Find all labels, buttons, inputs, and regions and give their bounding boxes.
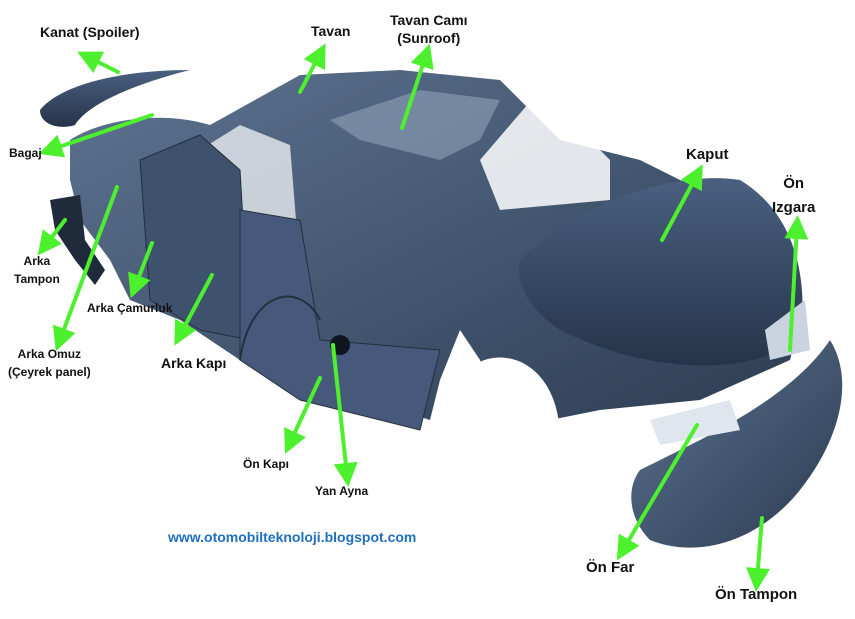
arrow-headlight bbox=[616, 423, 699, 561]
grille-part bbox=[765, 300, 810, 360]
label-grille-line1: Ön bbox=[783, 175, 805, 192]
label-rear-bumper-line2: Tampon bbox=[14, 272, 60, 286]
headlight-part bbox=[650, 400, 740, 445]
label-spoiler: Kanat (Spoiler) bbox=[40, 24, 140, 40]
website-link[interactable]: www.otomobilteknoloji.blogspot.com bbox=[168, 529, 417, 545]
label-side-mirror: Yan Ayna bbox=[315, 484, 369, 498]
arrow-rear-fender bbox=[128, 241, 154, 299]
front-window-opening bbox=[480, 90, 610, 210]
arrow-grille bbox=[784, 215, 809, 352]
arrow-side-mirror bbox=[331, 343, 358, 487]
label-rear-bumper-line1: Arka bbox=[23, 254, 51, 268]
arrow-spoiler bbox=[77, 51, 120, 74]
arrow-rear-bumper bbox=[37, 218, 67, 256]
label-sunroof-line1: Tavan Camı bbox=[390, 12, 468, 28]
arrow-trunk bbox=[38, 113, 154, 158]
label-headlight: Ön Far bbox=[586, 559, 635, 576]
label-grille: Ön Izgara bbox=[772, 175, 815, 218]
rear-bumper-part bbox=[50, 195, 105, 285]
arrows bbox=[37, 43, 809, 592]
label-roof: Tavan bbox=[311, 23, 351, 39]
arrow-quarter-panel bbox=[52, 185, 119, 352]
label-quarter-panel: Arka Omuz (Çeyrek panel) bbox=[8, 347, 91, 380]
arrow-roof bbox=[298, 43, 326, 94]
label-front-bumper: Ön Tampon bbox=[715, 586, 798, 603]
front-bumper-part bbox=[631, 340, 843, 548]
label-rear-door: Arka Kapı bbox=[161, 355, 227, 371]
arrow-hood bbox=[660, 164, 703, 242]
label-hood: Kaput bbox=[686, 146, 729, 163]
front-door-part bbox=[239, 209, 441, 431]
arrow-sunroof bbox=[400, 43, 434, 130]
label-front-door: Ön Kapı bbox=[243, 457, 290, 471]
spoiler-part bbox=[40, 70, 190, 127]
label-quarter-panel-line1: Arka Omuz bbox=[17, 347, 82, 361]
label-grille-line2: Izgara bbox=[772, 198, 816, 216]
label-trunk: Bagaj bbox=[9, 146, 42, 160]
hood-part bbox=[519, 178, 803, 366]
label-quarter-panel-line2: (Çeyrek panel) bbox=[8, 365, 91, 379]
label-sunroof-line2: (Sunroof) bbox=[397, 29, 461, 46]
label-rear-bumper: Arka Tampon bbox=[14, 254, 60, 287]
arrow-rear-door bbox=[174, 273, 214, 346]
label-rear-fender: Arka Çamurluk bbox=[87, 301, 173, 315]
arrow-front-door bbox=[284, 376, 322, 454]
arrow-front-bumper bbox=[746, 516, 770, 592]
sunroof-opening bbox=[330, 90, 500, 160]
label-sunroof: Tavan Camı (Sunroof) bbox=[390, 12, 468, 47]
